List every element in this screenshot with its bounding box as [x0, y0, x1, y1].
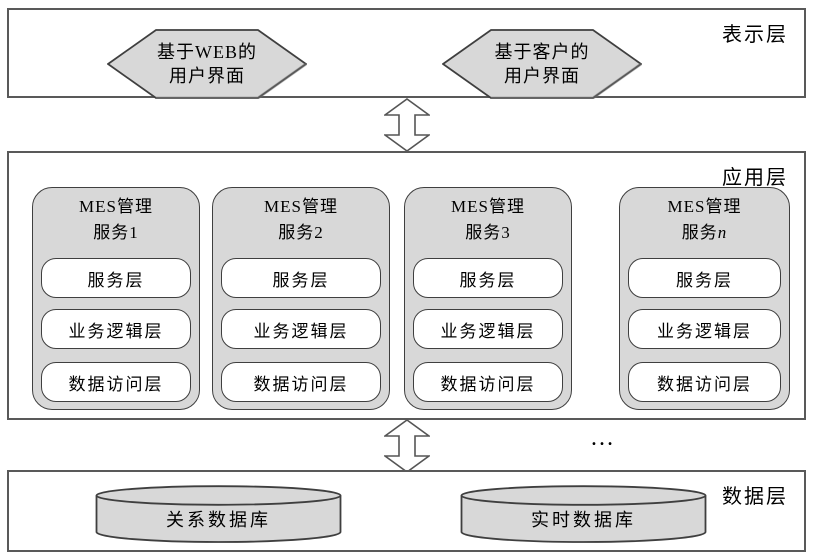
hexagon-icon: [107, 29, 307, 99]
mes-service-box-3: MES管理 服务3 服务层 业务逻辑层 数据访问层: [404, 187, 572, 410]
service-number: n: [717, 222, 728, 242]
sub-layer-service: 服务层: [41, 258, 191, 298]
service-title-line1: MES管理: [264, 197, 338, 216]
application-layer-label: 应用层: [722, 167, 788, 189]
client-ui-label: 基于客户的 用户界面: [442, 29, 642, 99]
presentation-layer-box: 表示层 基于WEB的 用户界面 基于客户的 用户界面: [7, 8, 806, 99]
mes-service-box-2: MES管理 服务2 服务层 业务逻辑层 数据访问层: [212, 187, 390, 410]
mes-service-box-n: MES管理 服务n 服务层 业务逻辑层 数据访问层: [619, 187, 790, 410]
sub-layer-business-logic: 业务逻辑层: [413, 309, 563, 349]
sub-layer-business-logic: 业务逻辑层: [41, 309, 191, 349]
web-ui-line2: 用户界面: [169, 66, 245, 86]
sub-layer-data-access: 数据访问层: [628, 362, 781, 402]
double-arrow-icon: [382, 419, 432, 473]
service-title: MES管理 服务n: [620, 194, 789, 245]
sub-layer-business-logic: 业务逻辑层: [628, 309, 781, 349]
service-title-prefix: 服务: [93, 222, 130, 242]
sub-layer-data-access: 数据访问层: [413, 362, 563, 402]
database-cylinder-icon: [460, 485, 707, 543]
service-number: 3: [501, 222, 511, 242]
data-layer-label: 数据层: [722, 486, 788, 508]
service-title: MES管理 服务1: [33, 194, 199, 245]
service-title-line1: MES管理: [667, 197, 742, 216]
database-cylinder-icon: [95, 485, 342, 543]
web-ui-label: 基于WEB的 用户界面: [107, 29, 307, 99]
service-title-line1: MES管理: [451, 197, 525, 216]
mes-service-box-1: MES管理 服务1 服务层 业务逻辑层 数据访问层: [32, 187, 200, 410]
sub-layer-data-access: 数据访问层: [221, 362, 381, 402]
sub-layer-business-logic: 业务逻辑层: [221, 309, 381, 349]
service-title-prefix: 服务: [465, 222, 502, 242]
service-number: 2: [314, 222, 324, 242]
web-ui-line1: 基于WEB的: [157, 41, 257, 62]
service-title-line1: MES管理: [79, 197, 153, 216]
client-ui-line1: 基于客户的: [494, 41, 590, 62]
web-ui-hexagon: 基于WEB的 用户界面: [107, 29, 307, 99]
double-arrow-icon: [382, 98, 432, 152]
service-title: MES管理 服务2: [213, 194, 389, 245]
services-ellipsis: …: [590, 425, 616, 451]
client-ui-hexagon: 基于客户的 用户界面: [442, 29, 642, 99]
sub-layer-service: 服务层: [628, 258, 781, 298]
service-number: 1: [129, 222, 139, 242]
service-title-prefix: 服务: [278, 222, 315, 242]
sub-layer-data-access: 数据访问层: [41, 362, 191, 402]
hexagon-icon: [442, 29, 642, 99]
application-layer-box: 应用层 MES管理 服务1 服务层 业务逻辑层 数据访问层 MES管理 服务2 …: [7, 151, 806, 451]
realtime-db-label: 实时数据库: [531, 510, 636, 530]
sub-layer-service: 服务层: [413, 258, 563, 298]
sub-layer-service: 服务层: [221, 258, 381, 298]
service-title: MES管理 服务3: [405, 194, 571, 245]
service-title-prefix: 服务: [681, 222, 718, 242]
relational-db-label: 关系数据库: [166, 510, 271, 530]
presentation-layer-label: 表示层: [722, 24, 788, 46]
realtime-db-cylinder: 实时数据库: [460, 485, 707, 544]
data-layer-box: 数据层 关系数据库 实时数据库: [7, 470, 806, 552]
client-ui-line2: 用户界面: [504, 66, 580, 86]
relational-db-cylinder: 关系数据库: [95, 485, 342, 544]
